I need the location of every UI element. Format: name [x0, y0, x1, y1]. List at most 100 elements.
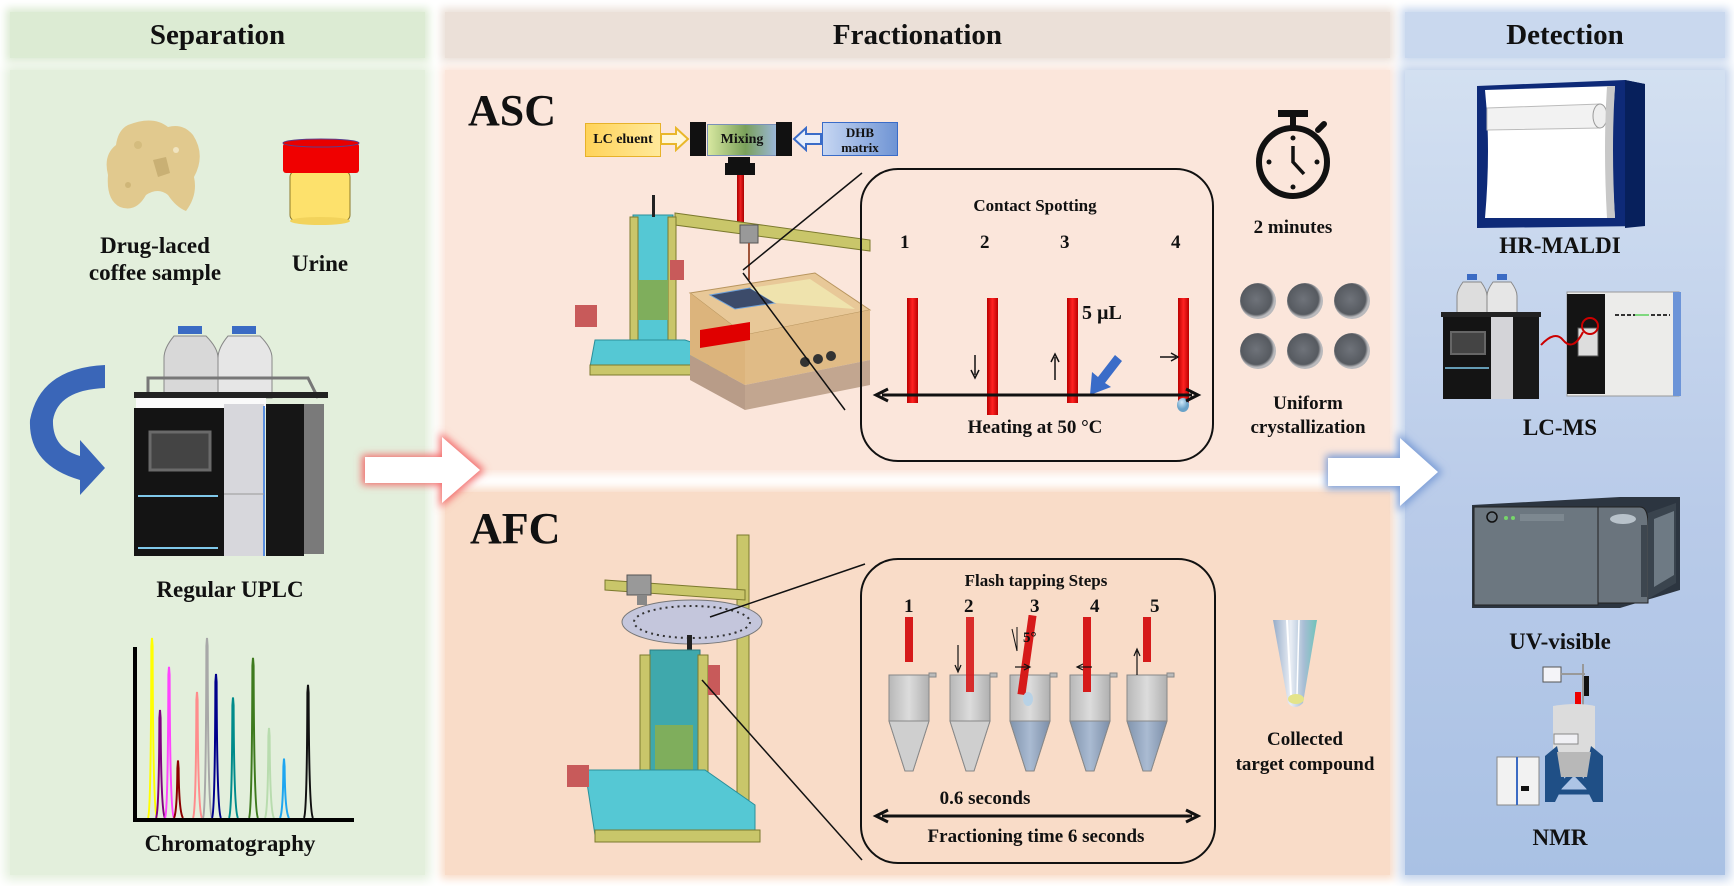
crystal-spot [1334, 283, 1370, 319]
flash-tapping-zoom-box [860, 558, 1216, 864]
asc-zoom-lines [742, 172, 863, 411]
mixing-box: Mixing [707, 124, 777, 156]
afc-step-1-label: 1 [904, 596, 914, 617]
crystallization-label: Uniform crystallization [1228, 392, 1388, 440]
chromatogram-peak [173, 760, 184, 819]
dhb-matrix-arrow-icon [792, 126, 822, 152]
detection-header-text: Detection [1506, 18, 1624, 51]
capillary-step-3 [1067, 298, 1078, 403]
crystallization-line1: Uniform [1273, 393, 1343, 414]
contact-spotting-zoom-box [860, 168, 1214, 462]
fractionation-header: Fractionation [445, 12, 1390, 58]
chromatogram-peak [228, 697, 239, 819]
mixer-clamp-right [776, 122, 792, 156]
chromatogram-peak [279, 758, 290, 819]
capillary-step-2 [987, 298, 998, 415]
contact-spotting-diagram [907, 298, 1189, 415]
lc-eluent-arrow-icon [660, 126, 690, 152]
capillary-step-1 [907, 298, 918, 403]
collection-tube [1009, 672, 1058, 772]
step-time-label: 0.6 seconds [939, 788, 1031, 809]
chromatogram-peak [264, 727, 275, 819]
coffee-powder-icon [106, 120, 200, 211]
afc-step-3-label: 3 [1030, 596, 1040, 617]
asc-title: ASC [468, 86, 557, 135]
chromatogram [133, 637, 354, 822]
tilt-angle-label: 5° [1023, 630, 1037, 646]
afc-fractionator-device [567, 534, 763, 843]
separation-to-fractionation-arrow [362, 432, 485, 508]
asc-spotter-device [575, 195, 872, 410]
capillary-step-4 [1178, 298, 1189, 403]
coffee-sample-label: Drug-laced coffee sample [70, 232, 240, 286]
chromatogram-peak [147, 637, 158, 819]
asc-step-4-label: 4 [1171, 232, 1181, 253]
collected-line1: Collected [1267, 729, 1343, 750]
uv-visible-label: UV-visible [1509, 629, 1611, 654]
crystal-spot [1334, 333, 1370, 369]
contact-spotting-title: Contact Spotting [973, 196, 1097, 215]
afc-title: AFC [470, 504, 561, 553]
flash-tapping-diagram [888, 615, 1175, 772]
chromatography-label: Chromatography [144, 831, 316, 856]
asc-step-1-label: 1 [900, 232, 910, 253]
lc-ms-label: LC-MS [1522, 415, 1598, 440]
nmr-label: NMR [1532, 825, 1588, 850]
mixer-stem [728, 157, 750, 164]
crystal-spot [1287, 333, 1323, 369]
chromatogram-peak [202, 637, 213, 819]
crystal-spot [1287, 283, 1323, 319]
hr-maldi-label: HR-MALDI [1499, 233, 1621, 258]
time-label: 2 minutes [1253, 217, 1333, 238]
asc-capillary [737, 175, 744, 225]
afc-zoom-lines [701, 563, 866, 861]
maldi-instrument-icon [1477, 80, 1645, 228]
coffee-label-line1: Drug-laced [100, 233, 210, 258]
heating-axis-arrow [872, 387, 1202, 403]
collection-tube [888, 672, 937, 772]
stopwatch-icon [1256, 110, 1330, 199]
asc-step-3-label: 3 [1060, 232, 1070, 253]
flash-tapping-title: Flash tapping Steps [964, 571, 1108, 590]
chromatogram-peak [211, 673, 222, 819]
collected-line2: target compound [1235, 754, 1375, 775]
separation-header: Separation [10, 12, 425, 58]
coffee-label-line2: coffee sample [88, 260, 222, 285]
uv-visible-instrument-icon [1472, 497, 1680, 608]
lc-eluent-box: LC eluent [585, 123, 661, 157]
mixer-clamp-left [690, 122, 706, 156]
separation-header-text: Separation [149, 18, 286, 51]
chromatogram-peak [164, 666, 175, 819]
urine-cup-icon [282, 138, 360, 225]
crystallization-line2: crystallization [1250, 417, 1366, 438]
collection-tube [1126, 672, 1175, 772]
fractioning-time-label: Fractioning time 6 seconds [927, 826, 1145, 847]
uplc-label: Regular UPLC [156, 577, 304, 602]
spot-volume-label: 5 µL [1082, 302, 1122, 324]
collected-compound-label: Collected target compound [1220, 727, 1390, 777]
afc-step-2-label: 2 [964, 596, 974, 617]
recirculation-arrow-icon [29, 365, 105, 495]
mixer-outlet [725, 163, 755, 175]
dhb-line1: DHB [845, 125, 875, 140]
afc-step-5-label: 5 [1150, 596, 1160, 617]
uplc-instrument-icon [134, 326, 328, 556]
fractionation-header-text: Fractionation [832, 18, 1003, 51]
dhb-matrix-box: DHB matrix [822, 122, 898, 156]
fractionation-to-detection-arrow [1326, 432, 1443, 512]
urine-label: Urine [291, 251, 349, 276]
chromatogram-peak [155, 709, 166, 819]
fractioning-axis-arrow [872, 808, 1202, 824]
detection-header: Detection [1405, 12, 1725, 58]
collected-tube-icon [1273, 619, 1317, 707]
chromatogram-peak [248, 657, 259, 819]
afc-step-4-label: 4 [1090, 596, 1100, 617]
crystal-spot [1240, 283, 1276, 319]
crystallization-spots [1240, 283, 1370, 369]
nmr-instrument-icon [1496, 664, 1603, 806]
collection-tube [1069, 672, 1118, 772]
lcms-instrument-icon [1441, 274, 1681, 399]
chromatogram-peak [303, 684, 314, 819]
heating-label: Heating at 50 °C [967, 417, 1103, 438]
chromatogram-peak [192, 691, 203, 819]
